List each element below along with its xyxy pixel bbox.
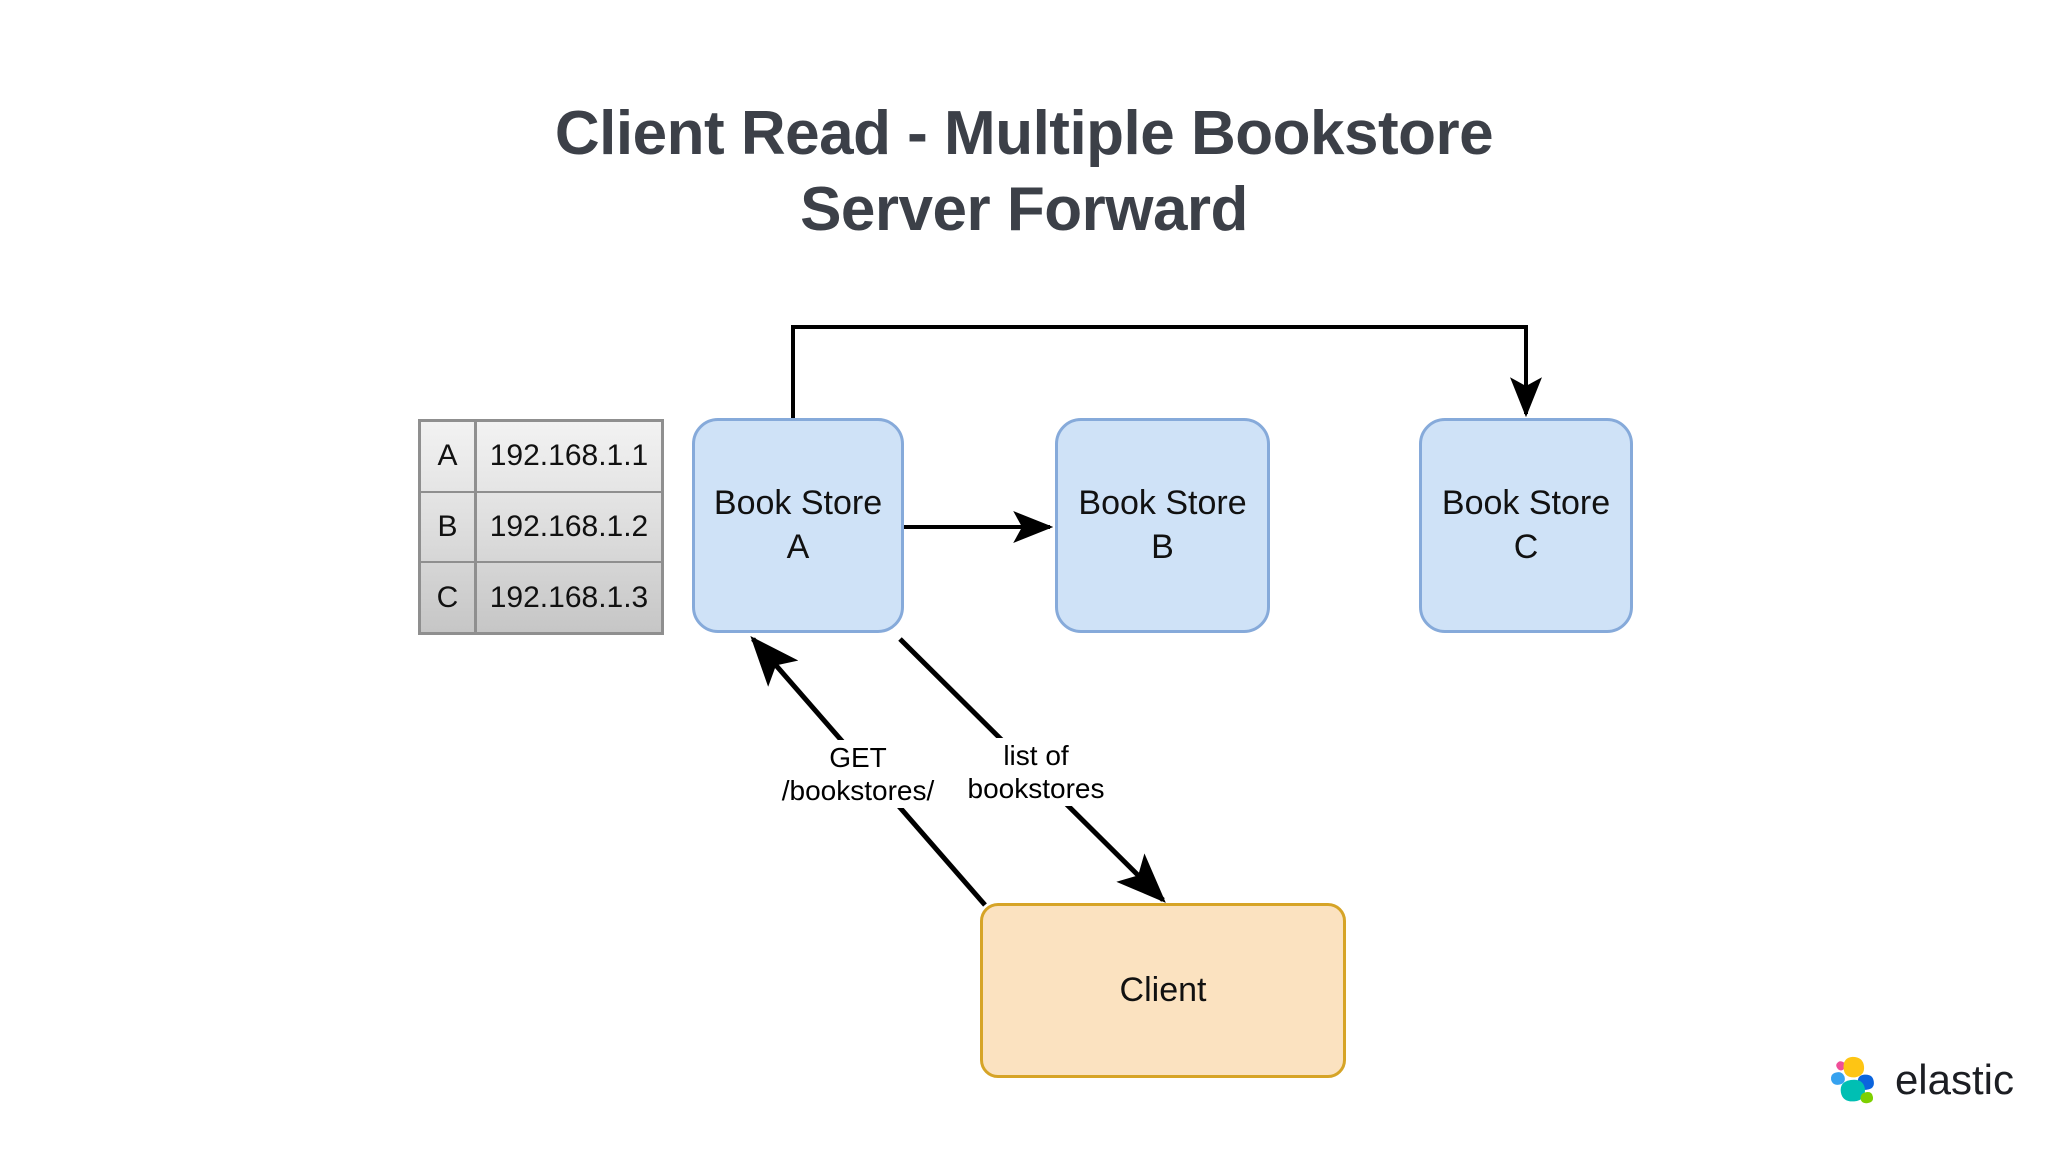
table-row: C 192.168.1.3 — [421, 563, 661, 633]
node-book-store-c: Book Store C — [1419, 418, 1633, 633]
edge-store-a-to-store-c — [791, 325, 1542, 418]
node-book-store-a: Book Store A — [692, 418, 904, 633]
page-title: Client Read - Multiple Bookstore Server … — [554, 99, 1494, 244]
elastic-logo: elastic — [1824, 1044, 2014, 1116]
elastic-wordmark: elastic — [1894, 1056, 2014, 1103]
edge-label-get-bookstores: GET /bookstores/ — [770, 740, 946, 809]
table-cell-key: B — [421, 492, 477, 562]
table-cell-key: A — [421, 422, 477, 491]
table-row: A 192.168.1.1 — [421, 422, 661, 493]
node-book-store-b: Book Store B — [1055, 418, 1270, 633]
elastic-mark-icon — [1830, 1056, 1874, 1104]
bookstore-address-table: A 192.168.1.1 B 192.168.1.2 C 192.168.1.… — [418, 419, 664, 635]
node-client: Client — [980, 903, 1346, 1078]
table-cell-address: 192.168.1.1 — [489, 439, 649, 473]
table-cell-key: C — [421, 563, 477, 633]
edge-label-list-of-bookstores: list of bookstores — [948, 738, 1124, 807]
table-row: B 192.168.1.2 — [421, 492, 661, 564]
table-cell-address: 192.168.1.3 — [489, 580, 649, 614]
table-cell-address: 192.168.1.2 — [489, 510, 649, 543]
